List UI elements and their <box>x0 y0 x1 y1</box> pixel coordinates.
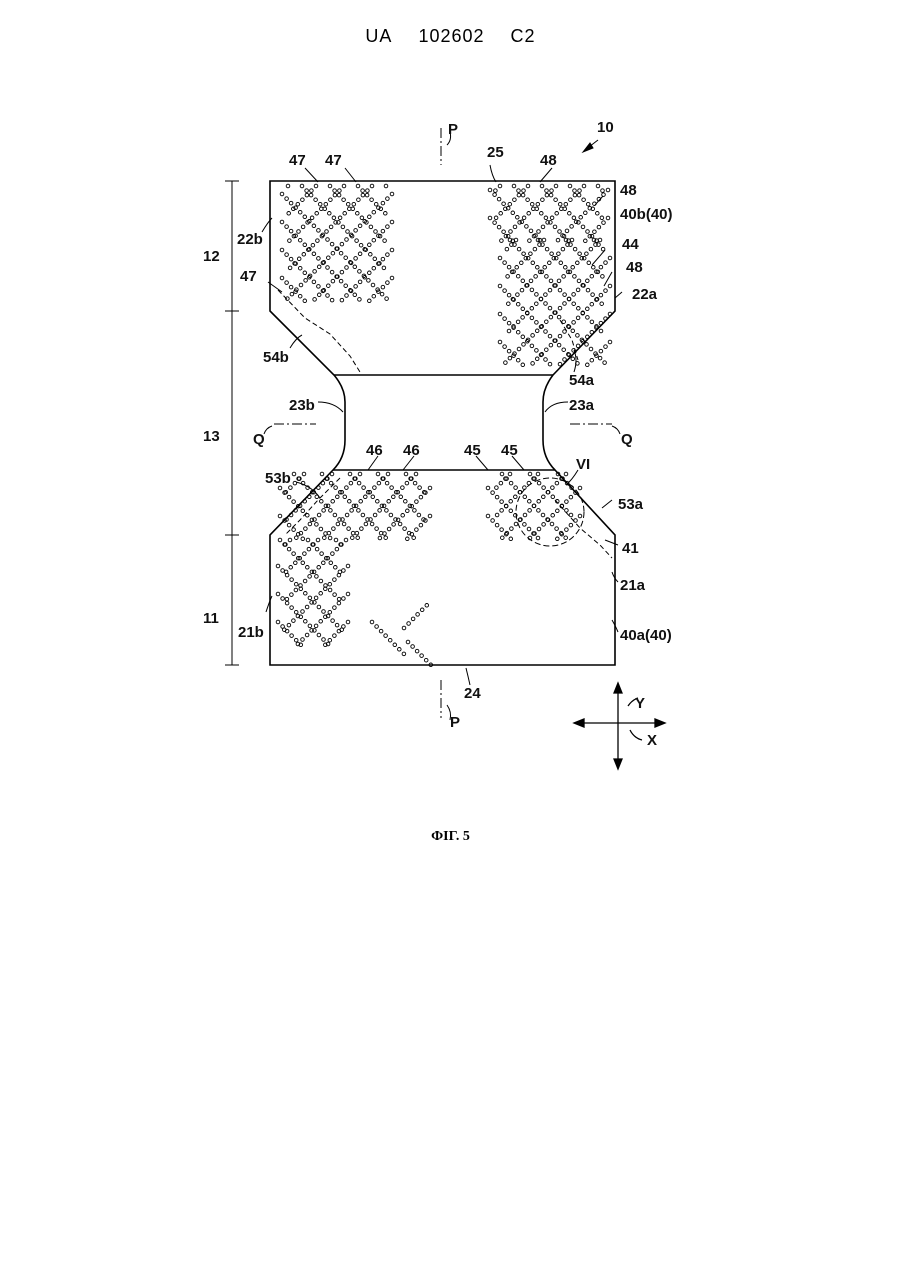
direction-arrows <box>574 683 665 769</box>
label-41: 41 <box>622 540 639 557</box>
embossed-dot-pattern <box>276 184 612 666</box>
label-48-b: 48 <box>620 182 637 199</box>
label-53a: 53a <box>618 496 644 513</box>
label-p-top: P <box>448 121 458 138</box>
label-45-b: 45 <box>501 442 518 459</box>
label-25: 25 <box>487 144 504 161</box>
label-40b: 40b(40) <box>620 206 673 223</box>
label-23a: 23a <box>569 397 595 414</box>
axis-p-marks <box>441 128 451 720</box>
label-24: 24 <box>464 685 481 702</box>
label-10: 10 <box>597 119 614 136</box>
label-p-bottom: P <box>450 714 460 731</box>
label-40a: 40a(40) <box>620 627 672 644</box>
label-y: Y <box>635 695 645 712</box>
label-46-a: 46 <box>366 442 383 459</box>
label-44: 44 <box>622 236 639 253</box>
label-22a: 22a <box>632 286 658 303</box>
label-11: 11 <box>203 610 219 627</box>
label-45-a: 45 <box>464 442 481 459</box>
figure-caption: ФІГ. 5 <box>0 829 901 845</box>
label-54a: 54a <box>569 372 595 389</box>
label-47-b: 47 <box>325 152 342 169</box>
label-47-c: 47 <box>240 268 257 285</box>
label-46-b: 46 <box>403 442 420 459</box>
label-12: 12 <box>203 248 220 265</box>
label-53b: 53b <box>265 470 291 487</box>
label-54b: 54b <box>263 349 289 366</box>
label-13: 13 <box>203 428 220 445</box>
label-21b: 21b <box>238 624 264 641</box>
label-x: X <box>647 732 657 749</box>
axis-q-marks <box>264 424 620 434</box>
label-vi: VI <box>576 456 590 473</box>
label-22b: 22b <box>237 231 263 248</box>
label-48-c: 48 <box>626 259 643 276</box>
label-48-a: 48 <box>540 152 557 169</box>
label-21a: 21a <box>620 577 646 594</box>
label-23b: 23b <box>289 397 315 414</box>
dimension-bracket <box>225 181 239 665</box>
label-q-right: Q <box>621 431 633 448</box>
label-q-left: Q <box>253 431 265 448</box>
dashed-line-53b <box>285 478 340 535</box>
label-47-a: 47 <box>289 152 306 169</box>
